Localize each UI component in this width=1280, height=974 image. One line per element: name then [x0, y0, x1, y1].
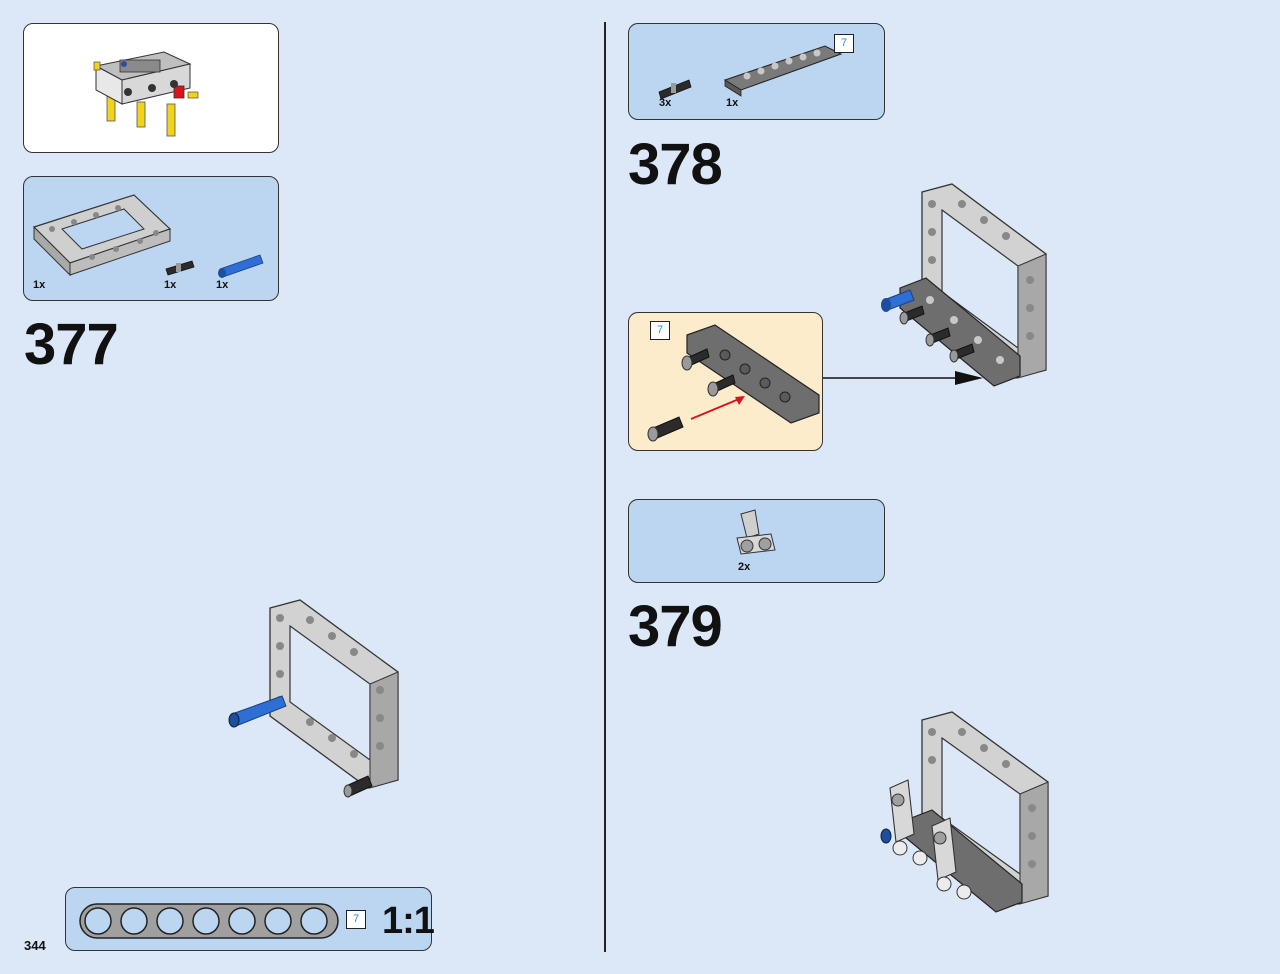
blue-pin-part-icon [218, 254, 264, 278]
part-qty: 1x [33, 279, 46, 291]
step-number-377: 377 [24, 312, 119, 377]
scale-label: 1:1 [382, 900, 435, 942]
black-pin-part-icon [165, 260, 195, 276]
length-badge: 7 [650, 321, 670, 340]
part-qty: 3x [659, 97, 672, 109]
part-qty: 1x [164, 279, 177, 291]
page-number: 344 [24, 938, 46, 953]
length-badge: 7 [834, 34, 854, 53]
subassembly-illustration [647, 324, 820, 442]
subassembly-arrow [823, 371, 983, 385]
part-qty: 2x [738, 561, 751, 573]
parts-illustrations [736, 509, 776, 555]
parts-illustrations [32, 194, 264, 278]
scale-reference-box: 7 1:1 [65, 887, 435, 951]
parts-list-step-377: 1x 1x 1x [23, 176, 279, 301]
previous-model-preview [23, 23, 279, 153]
step-378-assembly-illustration [881, 183, 1047, 387]
part-qty: 1x [216, 279, 229, 291]
open-frame-part-icon [32, 194, 172, 277]
black-pin-part-icon [658, 79, 692, 100]
beam-7-scale-icon [79, 903, 339, 939]
step-number-379: 379 [628, 594, 723, 659]
step-number-378: 378 [628, 132, 723, 197]
parts-list-step-378: 7 3x 1x [628, 23, 885, 120]
model-preview-illustration [93, 51, 199, 137]
length-badge: 7 [346, 910, 366, 929]
parts-illustrations [658, 45, 843, 100]
step-379-assembly-illustration [880, 711, 1049, 913]
step-377-assembly-illustration [228, 599, 399, 798]
axle-pin-connector-part-icon [736, 509, 776, 555]
page-divider [604, 22, 606, 952]
beam-7-part-icon [723, 45, 843, 97]
part-qty: 1x [726, 97, 739, 109]
parts-list-step-379: 2x [628, 499, 885, 583]
subassembly-callout: 7 [628, 312, 823, 451]
